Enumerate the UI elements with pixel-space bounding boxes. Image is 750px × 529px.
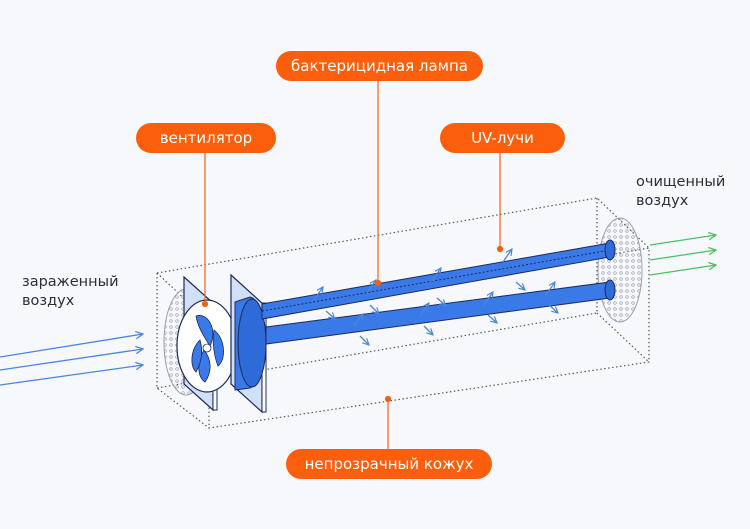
callout-leaders <box>201 80 504 449</box>
uv-ray-arrows <box>313 249 558 345</box>
callout-lamp: бактерицидная лампа <box>276 51 483 81</box>
outlet-grille <box>597 217 643 323</box>
clean-air-line2: воздух <box>636 193 689 209</box>
clean-air-line1: очищенный <box>636 174 726 190</box>
dirty-air-line1: зараженный <box>22 274 119 290</box>
fan-icon <box>191 315 224 383</box>
clean-air-label: очищенный воздух <box>636 173 725 211</box>
dirty-air-label: зараженный воздух <box>22 273 119 311</box>
lamp-tube-upper <box>261 239 616 320</box>
motor-panel <box>230 273 267 414</box>
incoming-air-arrows <box>0 334 143 386</box>
outgoing-air-arrows <box>649 235 716 276</box>
lamp-tube-lower <box>265 279 616 345</box>
callout-uv-rays: UV-лучи <box>440 123 565 153</box>
dirty-air-line2: воздух <box>22 293 75 309</box>
fan-panel <box>176 275 238 412</box>
callout-fan: вентилятор <box>136 123 276 153</box>
callout-casing: непрозрачный кожух <box>286 449 492 479</box>
